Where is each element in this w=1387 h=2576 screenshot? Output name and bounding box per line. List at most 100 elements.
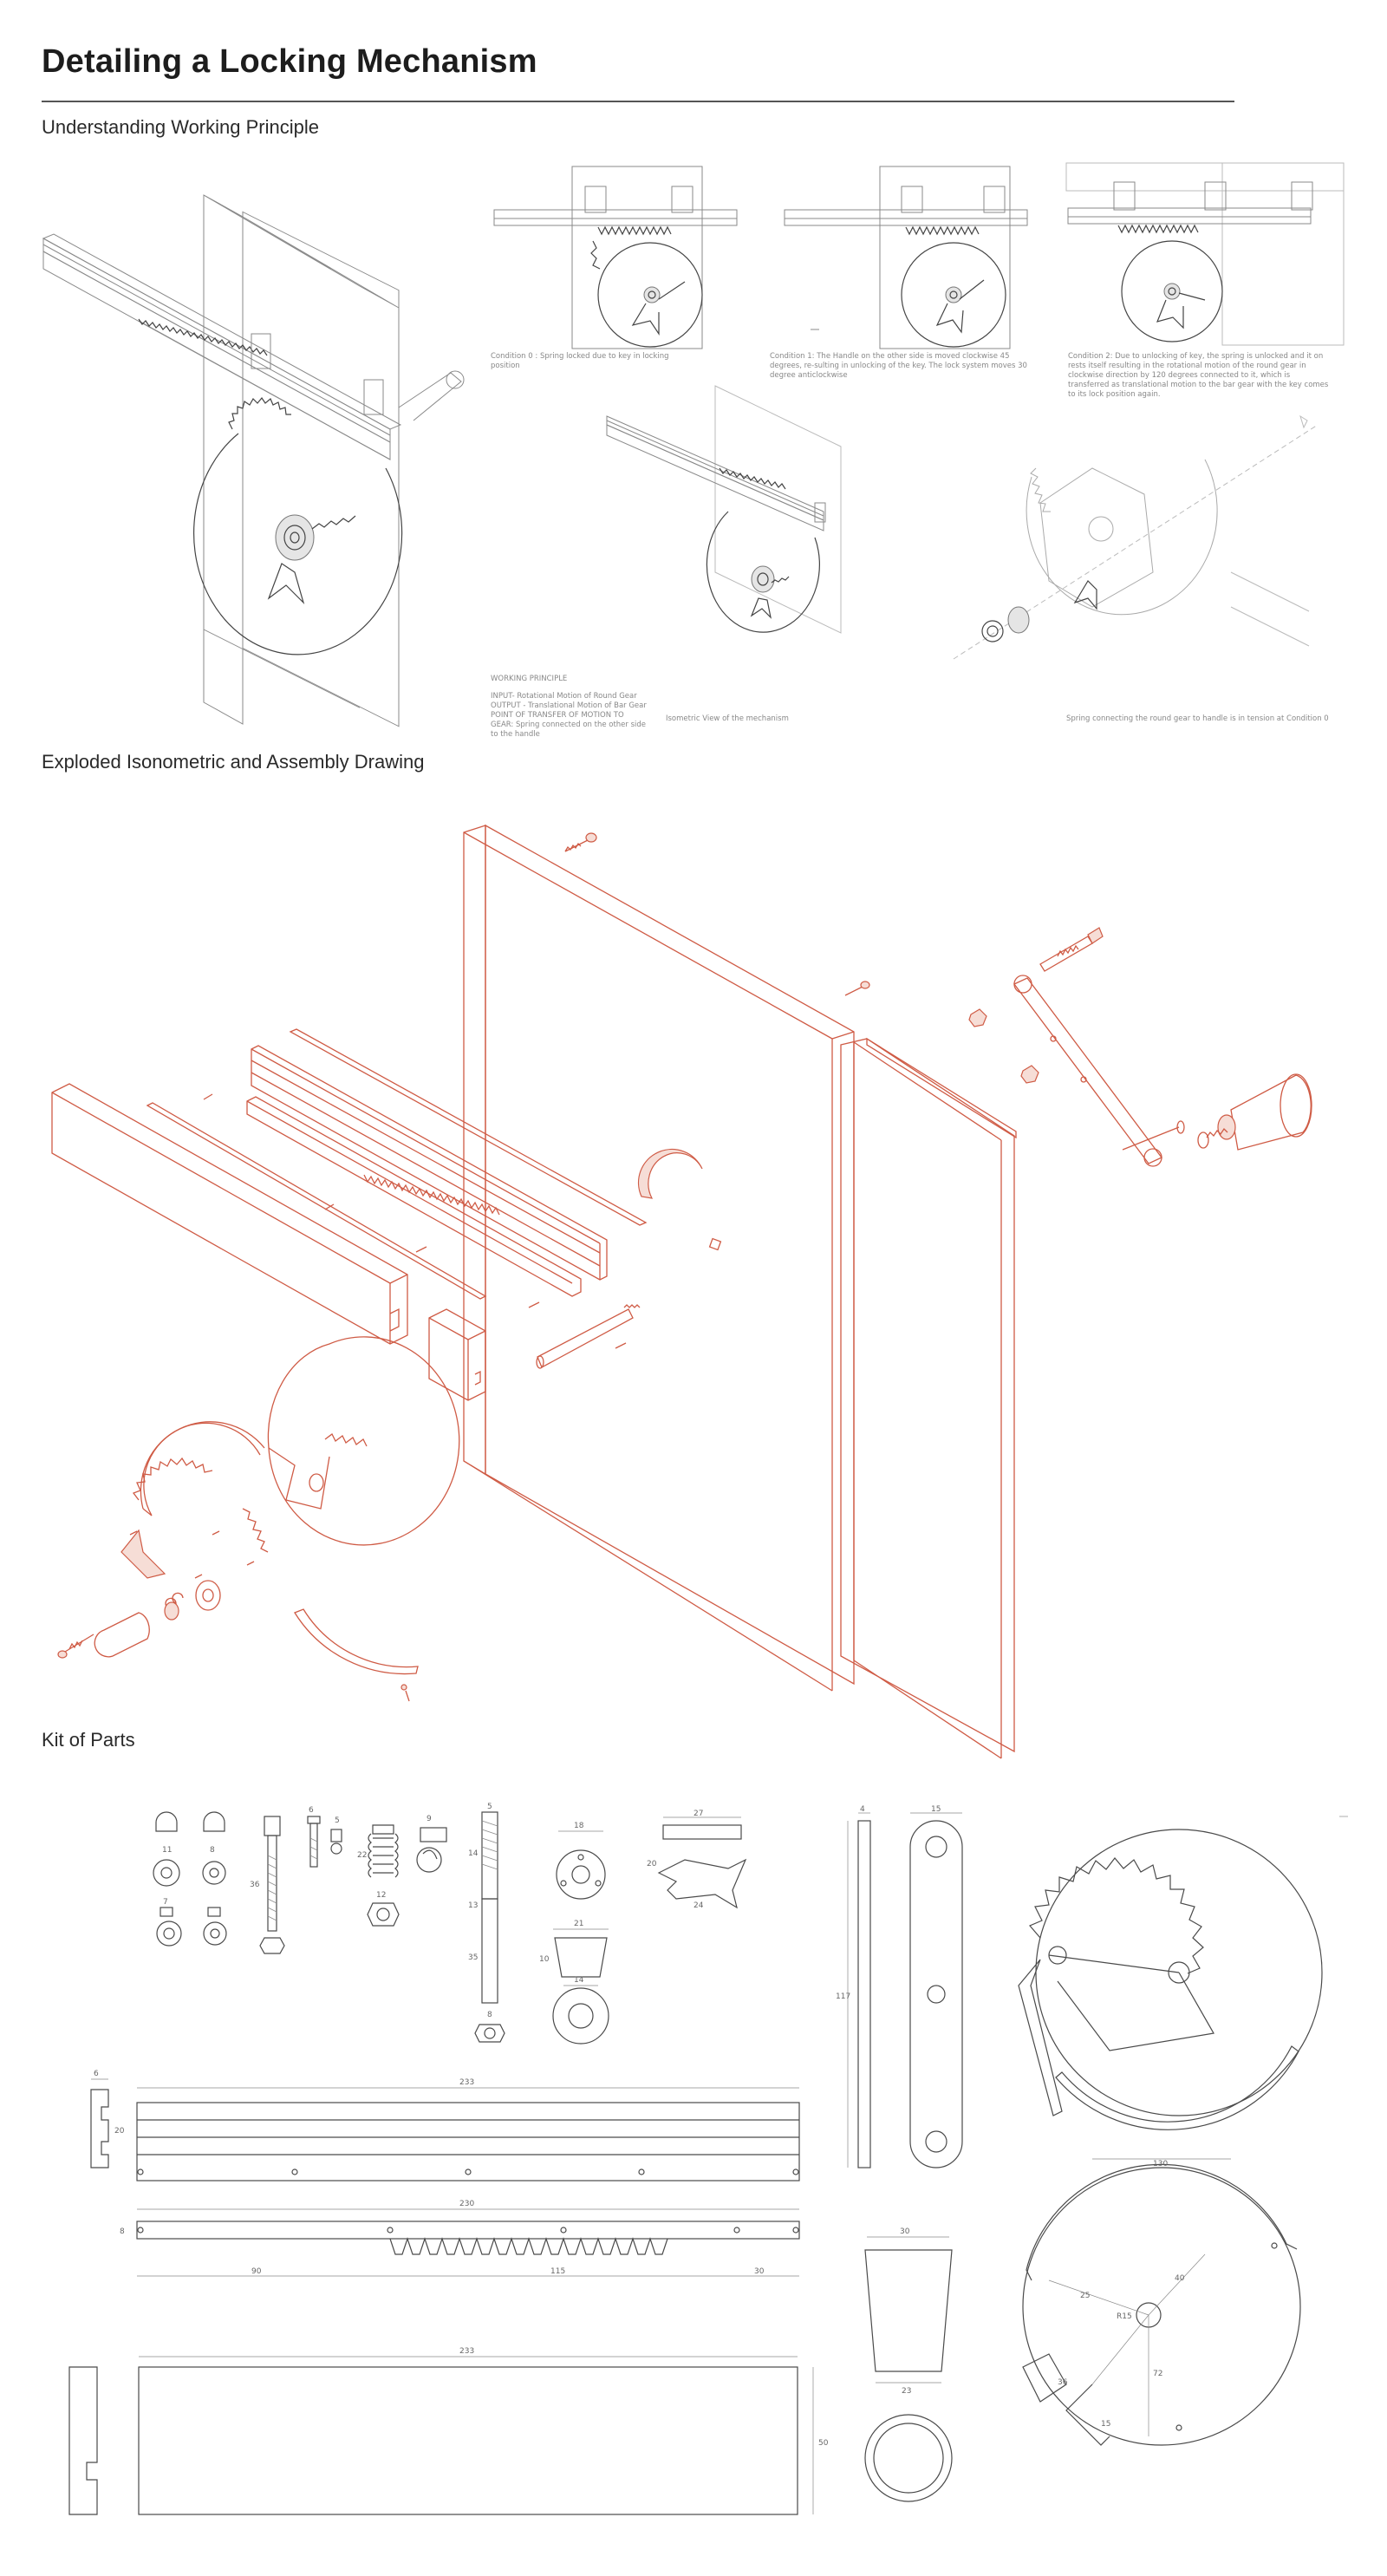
dim-gear-b: 25 [1080, 2292, 1090, 2300]
dim-bolt-b: 5 [335, 1816, 340, 1825]
long-block [51, 1083, 408, 1345]
dim-block-length: 233 [459, 2347, 474, 2356]
dim-rod-e: 5 [487, 1803, 492, 1811]
thin-rod [146, 1102, 487, 1300]
dim-gear-d: 15 [1101, 2420, 1110, 2429]
top-thin-rail [289, 1028, 648, 1226]
section-heading-kit: Kit of Parts [42, 1729, 135, 1751]
section-heading-exploded: Exploded Isonometric and Assembly Drawin… [42, 751, 425, 773]
small-screws [203, 1093, 627, 1349]
working-principle-heading: WORKING PRINCIPLE [491, 675, 568, 683]
spring-round-gear-sketch [953, 414, 1319, 660]
dim-rail-width: 4 [860, 1805, 865, 1814]
kit-hardware-cluster: 11 8 7 36 6 5 12 22 9 14 13 35 8 5 [153, 1803, 609, 2044]
small-pins [129, 1530, 255, 1579]
star-bracket [120, 1529, 166, 1579]
gear-teeth-side [242, 1508, 269, 1553]
flange-disk [195, 1580, 221, 1611]
kit-rail-and-arm: 4 117 15 [836, 1805, 963, 2168]
key-square [708, 1237, 722, 1251]
dim-arm-width: 15 [931, 1805, 941, 1814]
dim-rod-d: 8 [487, 2011, 492, 2019]
caption-condition-1: Condition 1: The Handle on the other sid… [770, 352, 1027, 380]
knob-cone [1197, 1073, 1312, 1151]
condition-2-diagram [1065, 162, 1345, 346]
exploded-isometric-drawing [51, 824, 1312, 1759]
dim-nut-a: 11 [162, 1846, 172, 1855]
handle-arm [1013, 975, 1162, 1167]
shaft [536, 1304, 641, 1369]
dim-bolt-len: 36 [250, 1881, 260, 1889]
bolt-handle [1122, 1120, 1185, 1151]
springs [367, 1824, 447, 1927]
kit-rack-elevations: 6 20 233 230 90 115 30 8 [90, 2070, 800, 2277]
main-rail [251, 1045, 608, 1281]
dim-right-margin: 30 [754, 2267, 765, 2276]
dim-knob-h: 10 [539, 1955, 550, 1964]
dim-rod-a: 14 [468, 1849, 479, 1858]
dim-bar-length-1: 233 [459, 2078, 474, 2087]
nut-a [968, 1008, 987, 1027]
dim-rod-c: 35 [468, 1953, 478, 1962]
knob-small [94, 1612, 150, 1658]
dim-gear-r: R15 [1117, 2312, 1132, 2321]
screw-bottom [400, 1684, 410, 1702]
nut-group [153, 1811, 227, 1947]
front-plate [840, 1037, 1017, 1759]
gear-bar-elevation: 230 90 115 30 8 [120, 2200, 800, 2277]
dim-cone-top: 30 [900, 2227, 910, 2236]
rail-end-profile: 6 20 [90, 2070, 125, 2168]
caption-condition-2: Condition 2: Due to unlocking of key, th… [1068, 352, 1329, 399]
kit-cone-ring: 30 23 [864, 2227, 953, 2502]
dim-bracket-w: 24 [694, 1901, 704, 1910]
dim-bracket-h: 20 [647, 1860, 657, 1868]
caption-condition-0: Condition 0 : Spring locked due to key i… [491, 352, 669, 370]
nut-b [1020, 1065, 1039, 1084]
kit-bracket: 27 20 24 [647, 1810, 747, 1910]
bolts [259, 1816, 342, 1954]
dim-gear-c: 72 [1153, 2370, 1162, 2378]
screw-top [564, 832, 597, 852]
working-principle-transfer: POINT OF TRANSFER OF MOTION TO GEAR: Spr… [491, 711, 647, 739]
dim-tooth-run: 115 [550, 2267, 565, 2276]
small-block [428, 1308, 486, 1401]
kit-long-block: 233 50 [68, 2347, 829, 2515]
working-principle-input: INPUT- Rotational Motion of Round Gear [491, 692, 637, 701]
dim-arm-length: 117 [836, 1992, 850, 2001]
condition-0-diagram [493, 166, 738, 349]
bolt-long [1039, 927, 1104, 972]
round-gear [267, 1336, 460, 1546]
dim-knob-dia: 14 [574, 1976, 584, 1985]
screw-mid [844, 981, 870, 996]
dim-gear-e: 36 [1058, 2378, 1068, 2387]
dim-bracket-len: 27 [694, 1810, 703, 1818]
coil-spring [164, 1592, 184, 1621]
dim-bolt-a: 6 [309, 1806, 314, 1815]
dim-spring-w: 12 [376, 1891, 386, 1900]
long-rod [474, 1811, 505, 2043]
title-divider [42, 101, 1234, 102]
dim-disk: 18 [574, 1822, 584, 1830]
kit-round-gear [1018, 1816, 1348, 2130]
working-principle-output: OUTPUT - Translational Motion of Bar Gea… [491, 701, 647, 710]
dim-gear-dia: 130 [1153, 2160, 1168, 2168]
dim-rod-b: 13 [468, 1901, 478, 1910]
rail-elevation: 233 [136, 2078, 800, 2181]
dim-nut-b: 8 [210, 1846, 215, 1855]
arc-strip [294, 1608, 419, 1675]
isometric-view-mechanism [606, 385, 842, 634]
dim-left-margin: 90 [251, 2267, 262, 2276]
rack-bar [246, 1096, 582, 1297]
toothed-sector [132, 1421, 265, 1516]
caption-spring-note: Spring connecting the round gear to hand… [1066, 714, 1329, 723]
dim-slot-depth: 20 [114, 2127, 125, 2136]
caption-isometric-view: Isometric View of the mechanism [666, 714, 789, 723]
disk-and-cone [552, 1830, 609, 2044]
dim-spring-len: 22 [357, 1851, 367, 1860]
dim-block-height: 50 [818, 2439, 829, 2448]
dim-nut-c: 7 [163, 1898, 168, 1907]
dim-gear-a: 40 [1175, 2274, 1185, 2283]
dim-knob-top: 21 [574, 1920, 583, 1928]
rack-teeth-iso [138, 318, 268, 356]
page-title: Detailing a Locking Mechanism [42, 43, 537, 80]
